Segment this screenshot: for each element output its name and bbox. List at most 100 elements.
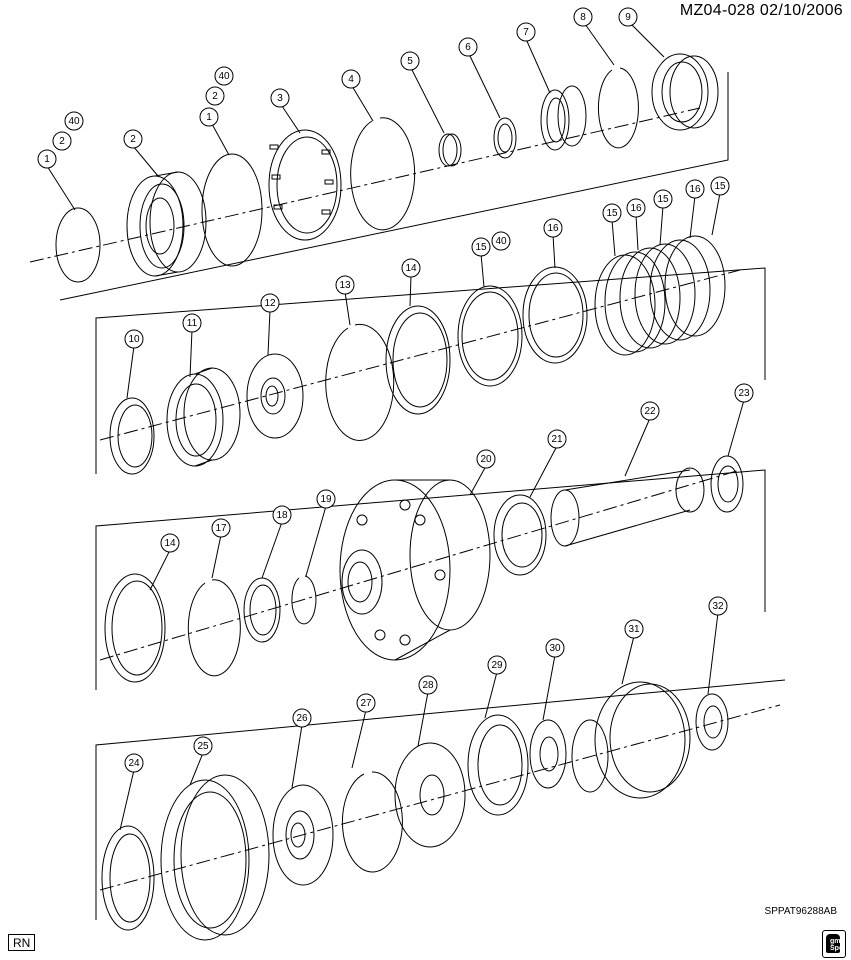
callout-14b-text: 14	[164, 538, 176, 549]
callout-40c: 40	[491, 231, 511, 251]
diagram-id: MZ04-028	[679, 2, 756, 19]
part-19-snap-ring	[291, 575, 317, 625]
callout-13-text: 13	[339, 280, 351, 291]
part-20-planet-carrier	[339, 479, 491, 661]
callout-22: 22	[640, 401, 660, 421]
row2-axis	[99, 269, 741, 441]
callout-20: 20	[476, 449, 496, 469]
callout-7: 7	[516, 22, 536, 42]
callout-31-text: 31	[628, 624, 640, 635]
callout-25: 25	[193, 736, 213, 756]
row3-frame	[95, 469, 766, 690]
callout-16a-text: 16	[547, 223, 559, 234]
part-25-ring-gear	[160, 774, 270, 941]
part-4-snap-ring	[350, 117, 416, 231]
callout-20-text: 20	[480, 454, 492, 465]
callout-24-text: 24	[128, 758, 140, 769]
row2-frame	[95, 267, 766, 474]
row1-axis	[29, 107, 701, 263]
callout-6-text: 6	[465, 42, 471, 53]
callout-labels: 1 2 40 2 1 2 40 3 4 5 6 7 8 9 10 11 12 1…	[37, 7, 754, 773]
row4-frame	[95, 679, 786, 920]
callout-16b-text: 16	[630, 203, 642, 214]
part-1-seal-disc	[55, 207, 101, 283]
logo-text-top: gm	[830, 938, 841, 945]
callout-4: 4	[341, 69, 361, 89]
callout-2c-text: 2	[212, 91, 218, 102]
part-1-seal-plate	[201, 153, 263, 267]
callout-15c-text: 15	[657, 194, 669, 205]
callout-6: 6	[458, 37, 478, 57]
callout-40a: 40	[64, 111, 84, 131]
part-23-washer	[710, 455, 744, 513]
part-10-snap-ring	[109, 397, 155, 475]
callout-29: 29	[487, 655, 507, 675]
callout-19: 19	[316, 489, 336, 509]
rn-label: RN	[8, 934, 36, 951]
callout-3: 3	[270, 88, 290, 108]
callout-18-text: 18	[276, 510, 288, 521]
callout-8: 8	[573, 7, 593, 27]
callout-40a-text: 40	[68, 116, 80, 127]
row1-frame-line	[59, 72, 729, 301]
part-13-snap-ring	[325, 323, 395, 441]
callout-2c: 2	[205, 86, 225, 106]
callout-2a: 2	[52, 131, 72, 151]
callout-2b: 2	[123, 129, 143, 149]
part-15-clutch-plate	[457, 285, 523, 387]
callout-1a-text: 1	[44, 154, 50, 165]
callout-30: 30	[545, 638, 565, 658]
callout-32-text: 32	[712, 601, 724, 612]
callout-26: 26	[292, 708, 312, 728]
callout-40b-text: 40	[218, 71, 230, 82]
callout-3-text: 3	[277, 93, 283, 104]
row3-axis	[99, 469, 741, 661]
callout-27: 27	[356, 693, 376, 713]
part-8-snap-ring	[597, 67, 639, 149]
callout-31: 31	[624, 619, 644, 639]
callout-10-text: 10	[128, 334, 140, 345]
callout-40c-text: 40	[495, 236, 507, 247]
row4-axis	[99, 704, 781, 891]
callout-15d: 15	[710, 176, 730, 196]
callout-29-text: 29	[491, 660, 503, 671]
logo-text-bottom: Spo	[830, 945, 844, 952]
part-14-backing-plate	[385, 305, 451, 415]
part-9-ring-gear	[651, 53, 719, 131]
callout-1b: 1	[199, 107, 219, 127]
part-29-needle-bearing	[467, 714, 529, 816]
part-26-sun-gear	[272, 784, 334, 886]
part-21-thrust-washer	[493, 494, 547, 576]
callout-1a: 1	[37, 149, 57, 169]
callout-30-text: 30	[549, 643, 561, 654]
callout-2b-text: 2	[130, 134, 136, 145]
callout-1b-text: 1	[206, 112, 212, 123]
callout-23: 23	[734, 383, 754, 403]
callout-28: 28	[418, 675, 438, 695]
callout-24: 24	[124, 753, 144, 773]
callout-27-text: 27	[360, 698, 372, 709]
callout-15d-text: 15	[714, 181, 726, 192]
callout-16c: 16	[685, 179, 705, 199]
callout-9: 9	[618, 7, 638, 27]
callout-15b-text: 15	[606, 208, 618, 219]
callout-14a-text: 14	[405, 263, 417, 274]
callout-19-text: 19	[320, 494, 332, 505]
logo-icon: gm Spo	[826, 934, 844, 953]
callout-14b: 14	[160, 533, 180, 553]
callout-15b: 15	[602, 203, 622, 223]
callout-18: 18	[272, 505, 292, 525]
callout-16c-text: 16	[689, 184, 701, 195]
callout-22-text: 22	[644, 406, 656, 417]
part-7-bearing	[540, 85, 587, 151]
callout-15a: 15	[471, 237, 491, 257]
diagram-date: 02/10/2006	[759, 2, 843, 19]
callout-28-text: 28	[422, 680, 434, 691]
part-18-washer	[243, 577, 281, 643]
callout-32: 32	[708, 596, 728, 616]
callout-15a-text: 15	[475, 242, 487, 253]
callout-5-text: 5	[407, 56, 413, 67]
part-28-thrust-plate	[394, 742, 466, 848]
callout-40b: 40	[214, 66, 234, 86]
